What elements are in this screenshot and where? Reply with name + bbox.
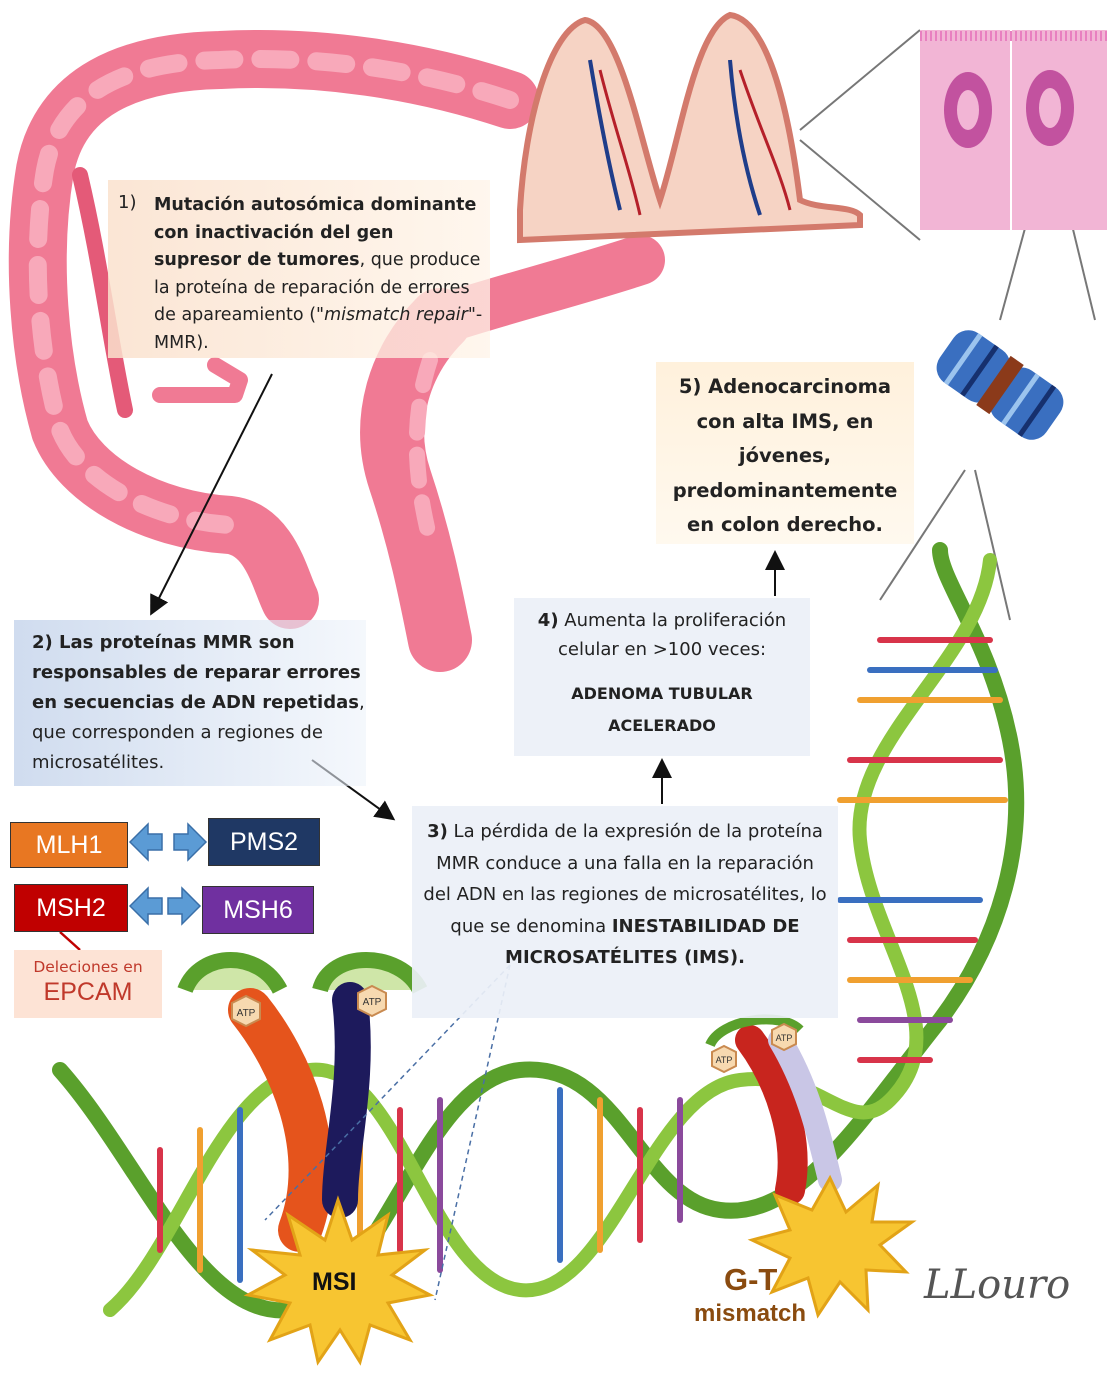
step4-bold-text: ADENOMA TUBULAR ACELERADO — [514, 678, 810, 742]
atp-label: ATP — [776, 1033, 793, 1043]
epcam-box: Deleciones en EPCAM — [14, 950, 162, 1018]
step2-text: 2) Las proteínas MMR son responsables de… — [32, 628, 372, 778]
epcam-caption: Deleciones en — [14, 958, 162, 976]
step2-bold-text: 2) Las proteínas MMR son responsables de… — [32, 632, 361, 713]
artist-signature: LLouro — [924, 1262, 1070, 1308]
gene-msh2: MSH2 — [14, 884, 128, 932]
atp-label: ATP — [363, 997, 382, 1008]
gene-pms2: PMS2 — [208, 818, 320, 866]
step5-text: 5) Adenocarcinoma con alta IMS, en jóven… — [656, 362, 914, 543]
gene-interaction-arrows — [130, 824, 206, 924]
epithelial-cells-illustration — [920, 30, 1107, 230]
chromosome-illustration — [930, 323, 1071, 447]
epcam-label: EPCAM — [14, 978, 162, 1007]
gene-msh6: MSH6 — [202, 886, 314, 934]
step5-box: 5) Adenocarcinoma con alta IMS, en jóven… — [656, 362, 914, 544]
atp-label: ATP — [716, 1055, 733, 1065]
step4-body-text: Aumenta la proliferación celular en >100… — [558, 610, 786, 660]
step3-text: 3) La pérdida de la expresión de la prot… — [412, 806, 838, 974]
intestinal-crypts-illustration — [520, 15, 860, 240]
step1-italic-text: mismatch repair — [324, 305, 468, 325]
gene-mlh1: MLH1 — [10, 822, 128, 868]
step1-box: 1) Mutación autosómica dominante con ina… — [108, 180, 490, 358]
mismatch-label: mismatch — [694, 1300, 806, 1328]
atp-label: ATP — [237, 1008, 256, 1019]
step4-text: 4) Aumenta la proliferación celular en >… — [514, 598, 810, 664]
msh2-epcam-connector — [60, 932, 80, 950]
gt-label: G-T — [724, 1262, 777, 1298]
step4-number: 4) — [538, 610, 559, 631]
step1-number: 1) — [118, 192, 136, 213]
step2-box: 2) Las proteínas MMR son responsables de… — [14, 620, 366, 786]
step4-box: 4) Aumenta la proliferación celular en >… — [514, 598, 810, 756]
step3-number: 3) — [427, 821, 448, 842]
step3-box: 3) La pérdida de la expresión de la prot… — [412, 806, 838, 1018]
msi-label: MSI — [312, 1268, 356, 1297]
step1-text: Mutación autosómica dominante con inacti… — [154, 192, 484, 357]
